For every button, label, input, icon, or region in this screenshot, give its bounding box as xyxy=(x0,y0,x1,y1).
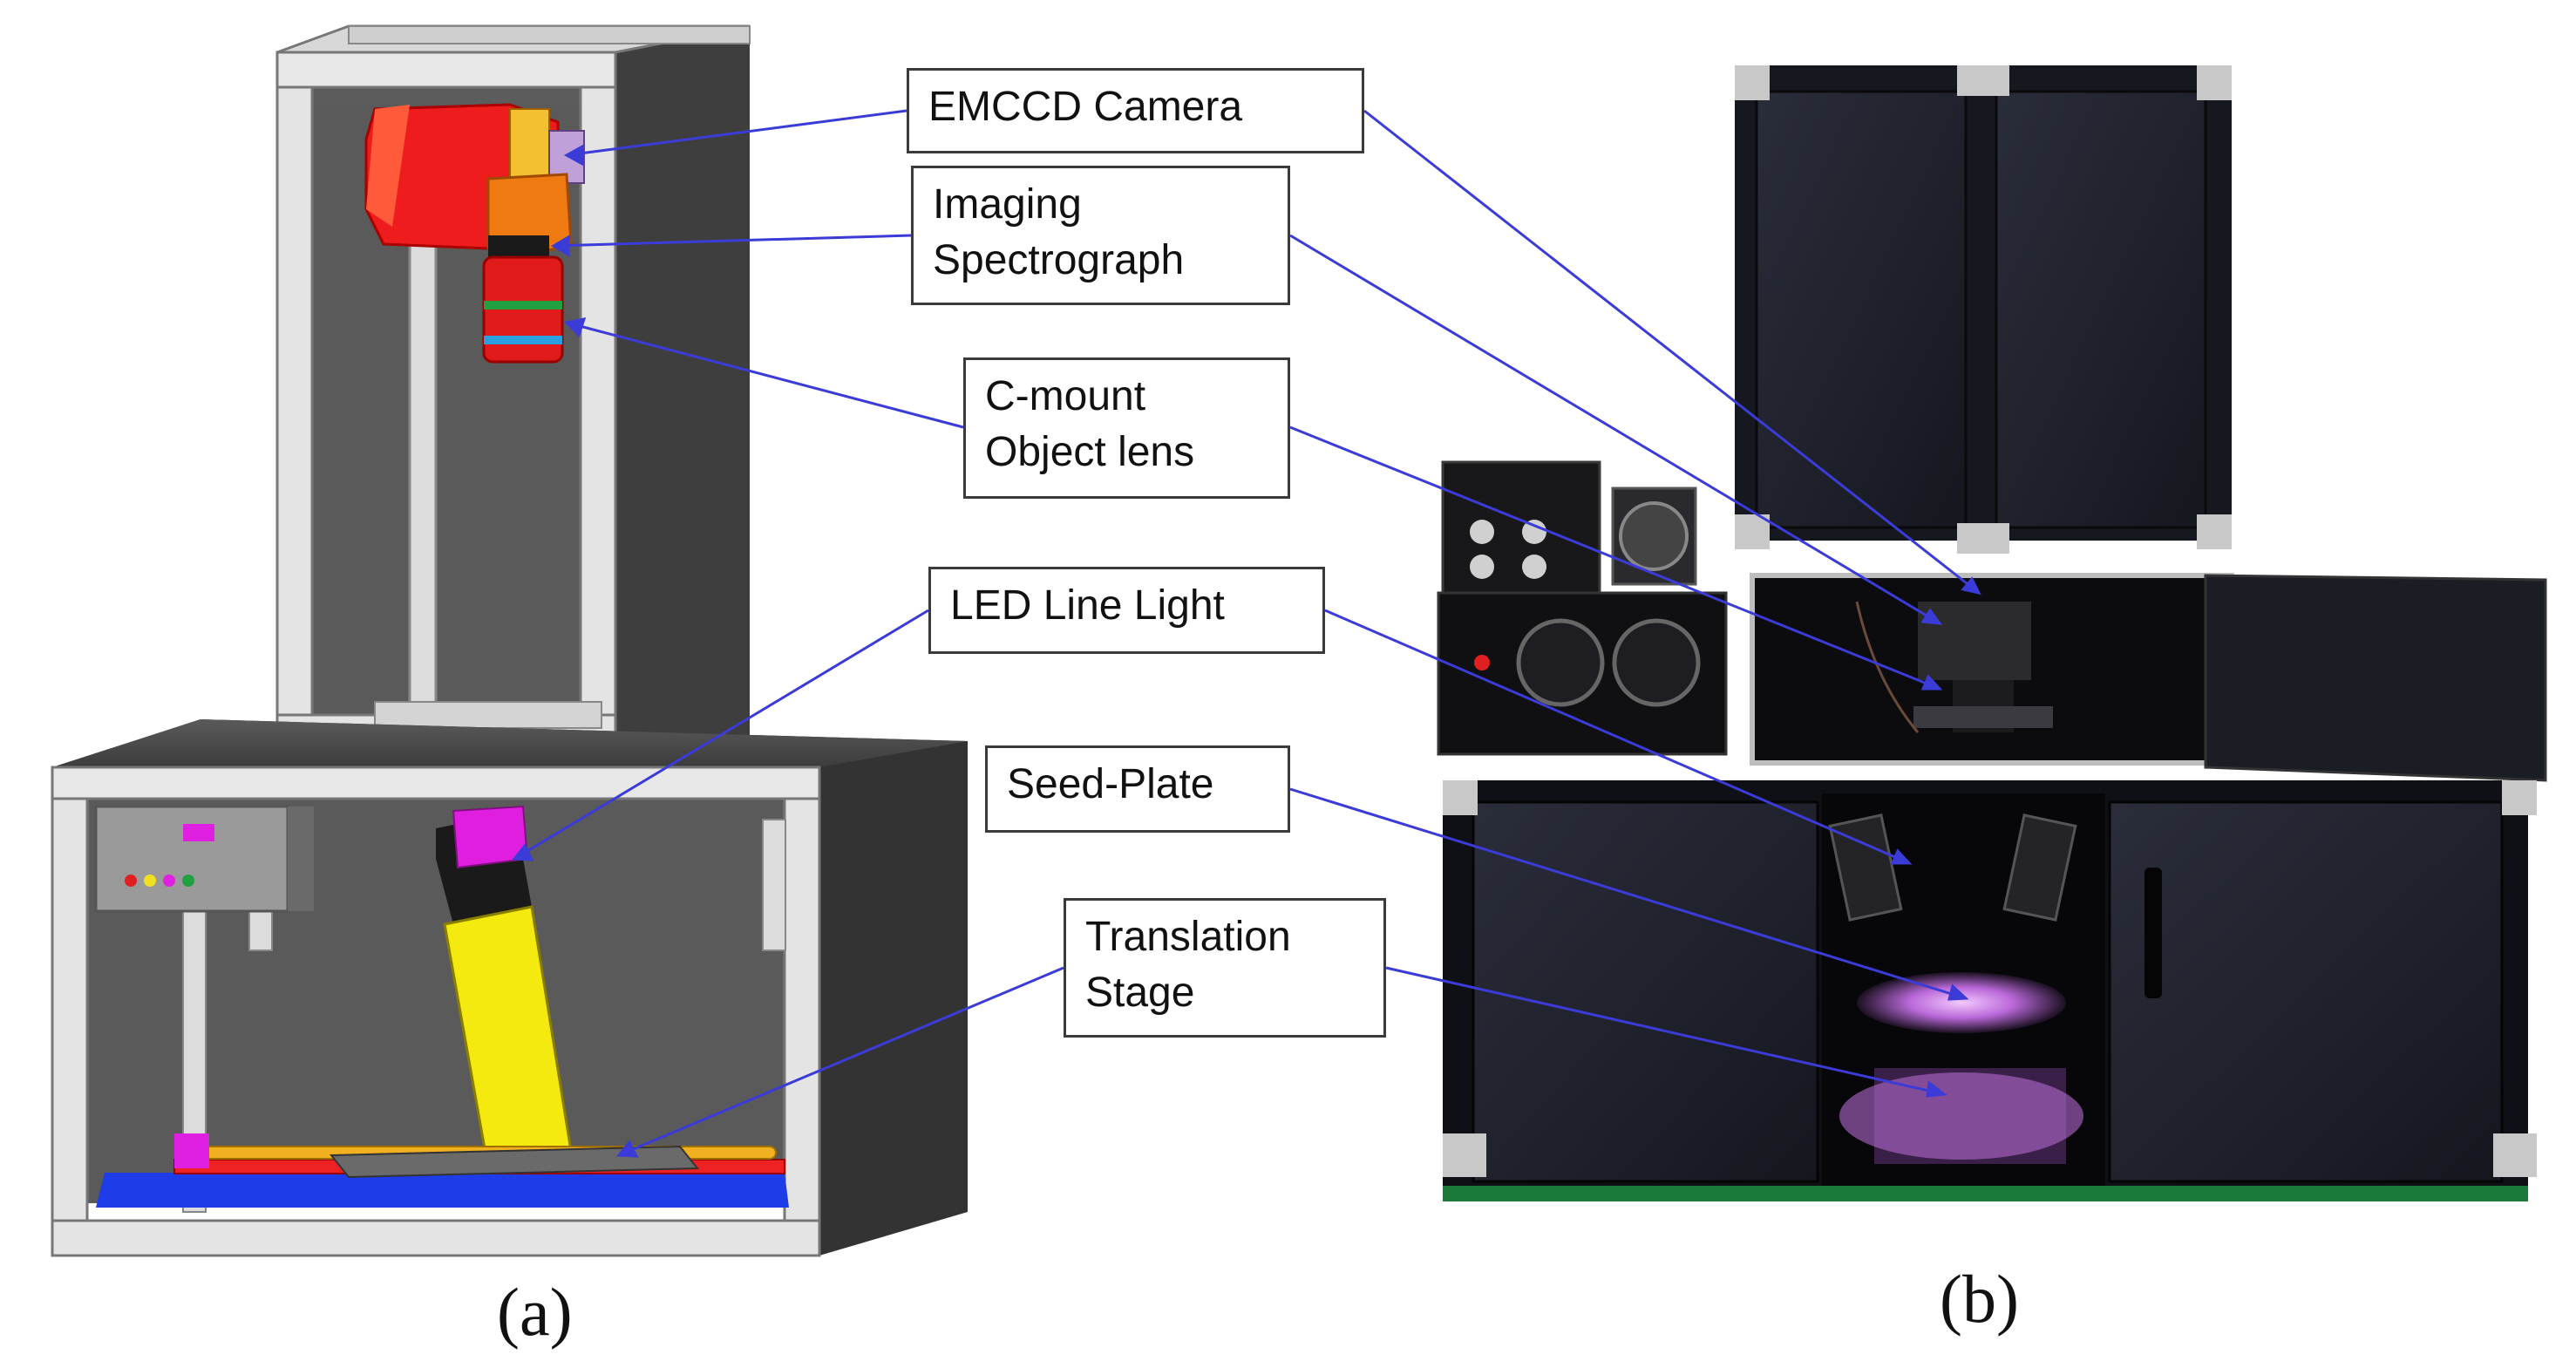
callout-spectro-line2: Spectrograph xyxy=(933,237,1185,283)
cad-controller-box xyxy=(94,805,314,913)
leader-led xyxy=(511,609,1913,865)
photo-side-door xyxy=(2204,574,2547,782)
photo-camera-chamber xyxy=(1750,573,2234,766)
callout-led-line-light: LED Line Light xyxy=(928,567,1325,654)
callout-led-text: LED Line Light xyxy=(950,582,1225,629)
panel-label-a: (a) xyxy=(497,1274,573,1350)
cad-cmount-lens xyxy=(482,255,564,364)
photo-lower-cabinet xyxy=(1443,780,2537,1201)
callout-emccd-camera: EMCCD Camera xyxy=(907,68,1364,153)
callout-seed-plate: Seed-Plate xyxy=(985,745,1290,833)
callout-spectro-line1: Imaging xyxy=(933,181,1082,228)
leader-cmount xyxy=(563,317,1943,691)
callout-emccd-text: EMCCD Camera xyxy=(928,84,1243,130)
callout-stage-line1: Translation xyxy=(1085,914,1291,960)
cad-led-line-light xyxy=(436,805,573,1170)
panel-label-b: (b) xyxy=(1940,1261,2019,1337)
callout-lens-line1: C-mount xyxy=(985,373,1146,419)
callout-imaging-spectrograph: Imaging Spectrograph xyxy=(911,166,1290,305)
callout-lens-line2: Object lens xyxy=(985,429,1195,475)
cad-translation-stage xyxy=(96,1133,789,1208)
leader-spectrograph xyxy=(551,234,1943,625)
photo-controllers xyxy=(1437,460,1728,756)
callout-translation-stage: Translation Stage xyxy=(1064,898,1386,1038)
cad-imaging-spectrograph xyxy=(486,173,573,259)
callout-stage-line2: Stage xyxy=(1085,970,1195,1016)
leader-stage xyxy=(615,966,1947,1158)
leader-seed xyxy=(1289,787,1969,1001)
callout-cmount-lens: C-mount Object lens xyxy=(963,357,1290,499)
leader-emccd xyxy=(563,109,1981,596)
apparatus-photo xyxy=(1437,65,2547,1201)
leader-lines xyxy=(511,109,1981,1158)
callout-seed-text: Seed-Plate xyxy=(1007,761,1214,807)
photo-upper-doors xyxy=(1735,65,2232,554)
cad-model xyxy=(51,24,968,1257)
